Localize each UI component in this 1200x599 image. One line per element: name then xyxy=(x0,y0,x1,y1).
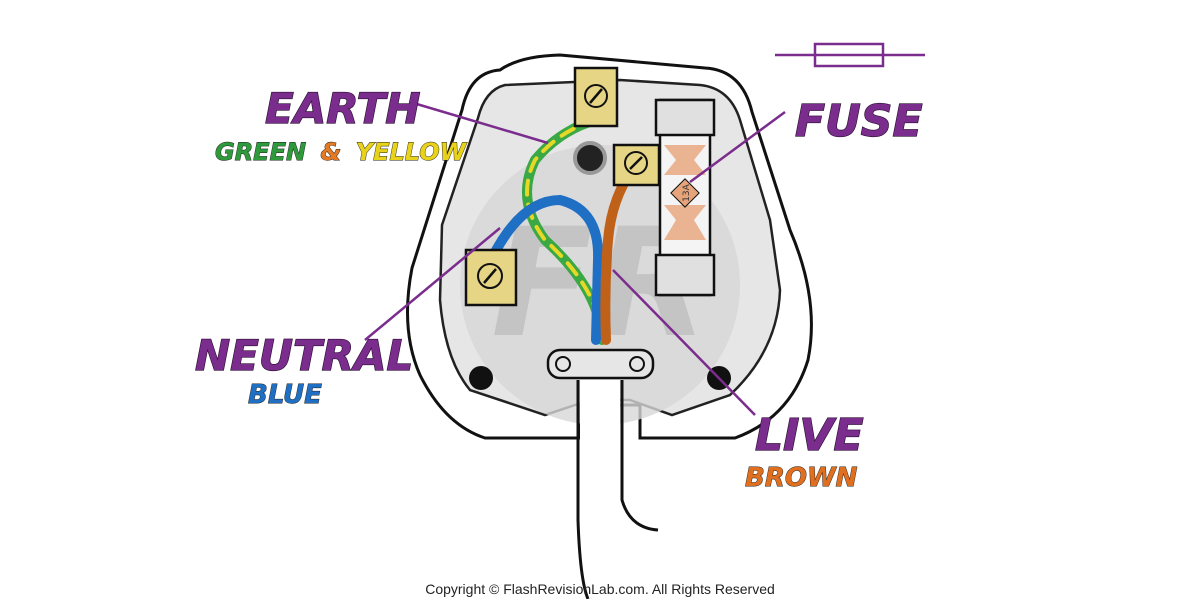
fuse: 13A xyxy=(654,98,716,297)
neutral-wire xyxy=(485,194,604,345)
fuse-cap-bottom xyxy=(654,253,716,297)
earth-leader-line xyxy=(409,100,549,145)
neutral-colour-label: BLUE xyxy=(248,380,322,410)
live-colour-label: BROWN xyxy=(745,463,858,493)
fuse-leader-line xyxy=(689,110,786,184)
earth-colour-green: GREEN xyxy=(215,138,306,166)
center-pin-hole xyxy=(573,141,607,175)
earth-colour-ampersand: & xyxy=(320,138,341,166)
fuse-label: FUSE xyxy=(795,96,923,147)
neutral-label: NEUTRAL xyxy=(195,331,413,380)
cable-clamp xyxy=(546,348,655,380)
earth-label: EARTH xyxy=(265,84,420,133)
earth-terminal xyxy=(573,66,619,128)
copyright-notice: Copyright © FlashRevisionLab.com. All Ri… xyxy=(425,581,775,597)
neutral-leader-line xyxy=(364,227,501,341)
fuse-rating-diamond xyxy=(670,178,700,208)
fuse-wrap-pattern xyxy=(664,145,706,240)
earth-colour-yellow: YELLOW xyxy=(356,138,468,166)
neutral-terminal xyxy=(464,248,518,307)
cable-fill xyxy=(580,380,620,530)
live-leader-line xyxy=(612,269,756,416)
cable-clamp-bar xyxy=(546,348,655,380)
live-label: LIVE xyxy=(755,410,864,461)
fuse-cap-top xyxy=(654,98,716,137)
case-screw-hole-left xyxy=(469,366,493,390)
fuse-symbol-icon xyxy=(775,42,925,68)
terminals xyxy=(464,66,661,307)
earth-colour-label: GREEN & YELLOW xyxy=(215,138,468,166)
fuse-rating-text: 13A xyxy=(682,183,692,201)
clamp-screw-left xyxy=(555,356,571,372)
mains-cable xyxy=(576,380,659,599)
leader-lines xyxy=(364,100,786,416)
clamp-screw-right xyxy=(629,356,645,372)
